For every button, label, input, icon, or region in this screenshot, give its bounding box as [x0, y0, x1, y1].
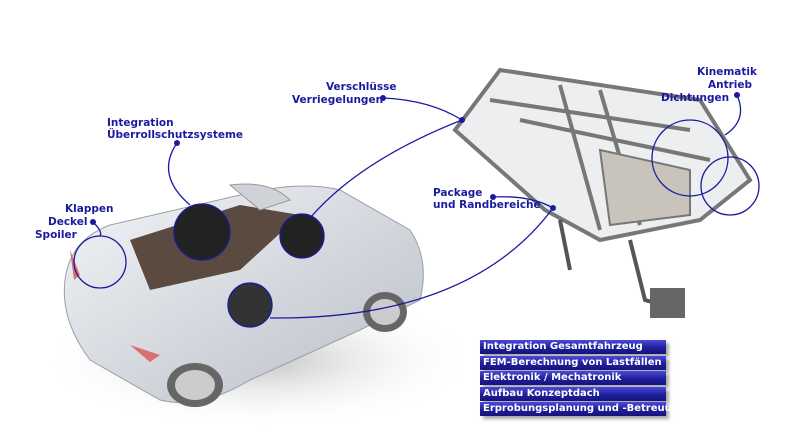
service-item: Elektronik / Mechatronik: [480, 371, 666, 385]
callout-lines: [73, 94, 760, 328]
callout-dots: [90, 92, 740, 225]
label-deckel: Deckel: [48, 216, 88, 228]
service-item: Aufbau Konzeptdach: [480, 386, 666, 401]
service-item: Erprobungsplanung und -Betreuung: [480, 402, 686, 416]
label-verriegelungen: Verriegelungen: [292, 94, 384, 106]
label-dichtungen: Dichtungen: [661, 92, 730, 104]
services-list: Integration Gesamtfahrzeug FEM-Berechnun…: [480, 340, 686, 418]
label-klappen: Klappen: [65, 203, 114, 215]
label-package: Package: [433, 187, 483, 199]
label-ueberrollschutz: Überrollschutzsysteme: [107, 129, 244, 141]
label-integration: Integration: [107, 117, 174, 129]
service-item: FEM-Berechnung von Lastfällen: [480, 355, 666, 370]
label-spoiler: Spoiler: [35, 229, 77, 241]
label-kinematik: Kinematik: [697, 66, 757, 78]
service-item: Integration Gesamtfahrzeug: [480, 340, 666, 354]
label-randbereiche: und Randbereiche: [433, 199, 541, 211]
label-antrieb: Antrieb: [708, 79, 753, 91]
label-verschluesse: Verschlüsse: [326, 81, 397, 93]
roof-frame-image: [452, 67, 753, 318]
